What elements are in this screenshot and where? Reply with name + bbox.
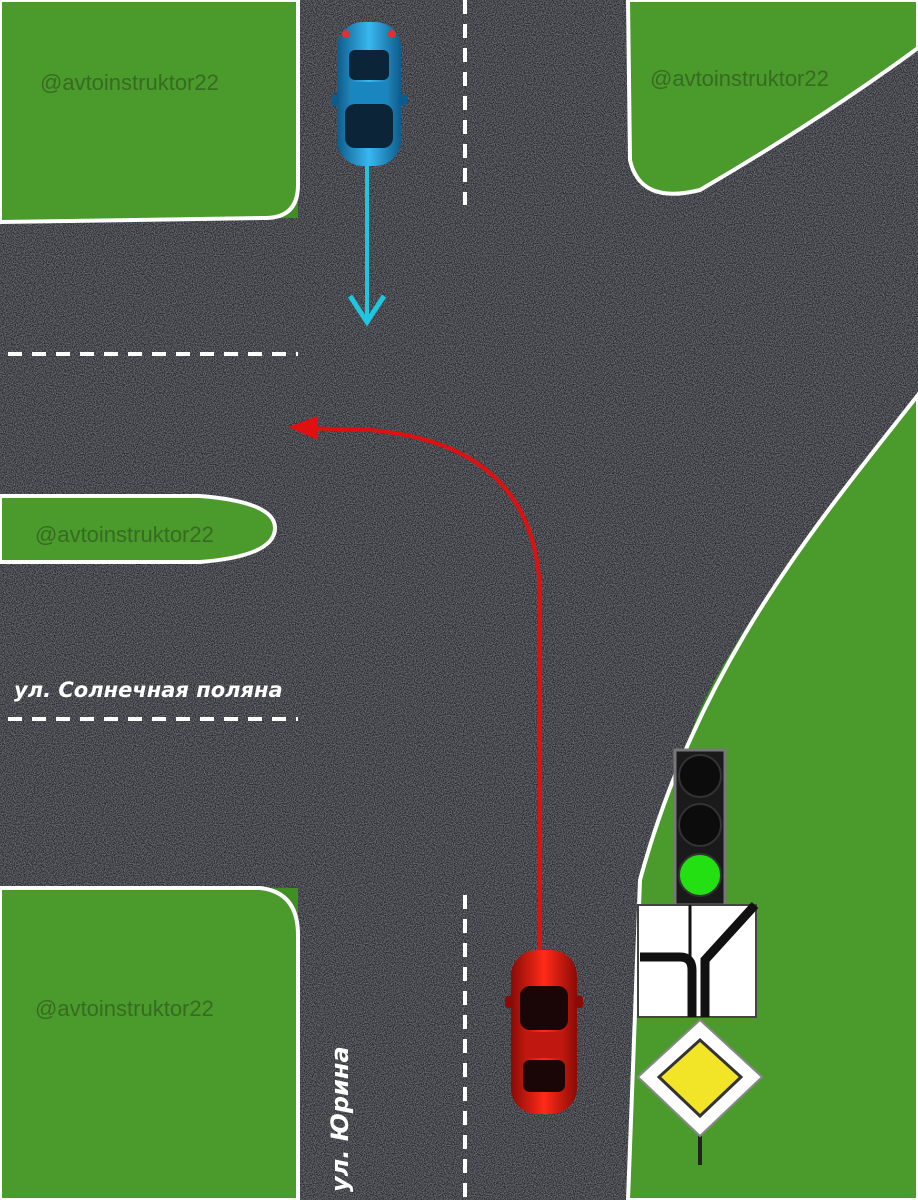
traffic-light-yellow-lamp — [678, 803, 722, 847]
grass-top-left — [0, 0, 300, 225]
main-road-direction-sign — [637, 901, 759, 1018]
traffic-light — [673, 748, 727, 907]
grass-top-right — [625, 0, 918, 196]
street-label-vertical: ул. Юрина — [326, 1046, 354, 1192]
watermark-top-left: @avtoinstruktor22 — [40, 70, 219, 95]
watermark-top-right: @avtoinstruktor22 — [650, 66, 829, 91]
median-island — [0, 494, 278, 564]
street-label-horizontal: ул. Солнечная поляна — [14, 678, 283, 702]
priority-road-sign — [636, 1018, 764, 1165]
blue-car-path-arrow — [347, 165, 387, 327]
traffic-light-red-lamp — [678, 754, 722, 798]
blue-car — [331, 22, 407, 166]
red-car-path-arrow — [288, 416, 542, 955]
red-car — [505, 950, 583, 1114]
grass-bottom-left — [0, 886, 300, 1200]
lane-markings — [8, 0, 467, 1200]
watermark-bottom-left: @avtoinstruktor22 — [35, 996, 214, 1021]
watermark-median: @avtoinstruktor22 — [35, 522, 214, 547]
traffic-light-green-lamp — [678, 853, 722, 897]
